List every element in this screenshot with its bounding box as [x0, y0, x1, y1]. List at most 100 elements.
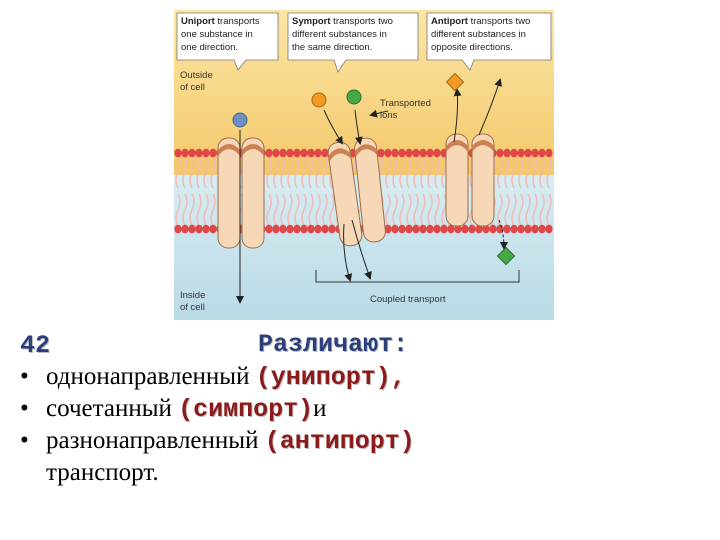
lipid-tail-lower — [280, 193, 286, 227]
lipid-head-outer — [405, 148, 413, 158]
transport-proteins — [217, 133, 495, 249]
lipid-tail-lower — [392, 193, 398, 227]
protein-subunit — [445, 133, 469, 227]
symport-arrow-out-2 — [343, 223, 353, 282]
lipid-tail-upper — [210, 155, 216, 189]
lipid-head-inner — [321, 224, 329, 234]
lipid-tail-upper — [504, 155, 510, 189]
lipid-tail-upper — [189, 155, 195, 189]
svg-text:the same direction.: the same direction. — [292, 42, 372, 53]
lipid-head-inner — [384, 224, 392, 234]
lipid-head-outer — [412, 148, 420, 158]
lipid-tail-upper — [532, 155, 538, 189]
lipid-head-outer — [174, 148, 182, 158]
protein-subunit — [241, 137, 265, 249]
lipid-head-outer — [545, 148, 553, 158]
bullet-after: и — [313, 395, 327, 422]
lipid-head-inner — [461, 224, 469, 234]
lipid-head-inner — [510, 224, 518, 234]
lipid-head-outer — [314, 148, 322, 158]
lipid-head-inner — [209, 224, 217, 234]
antiport-callout: Antiport transports two different substa… — [426, 12, 552, 71]
lipid-head-inner — [300, 224, 308, 234]
lipid-head-outer — [321, 148, 329, 158]
uniport-callout: Uniport transports one substance in one … — [176, 12, 279, 71]
membrane-transport-diagram: Uniport transports one substance in one … — [174, 10, 554, 320]
lipid-head-outer — [433, 148, 441, 158]
lipid-head-outer — [181, 148, 189, 158]
lipid-tail-lower — [182, 193, 188, 227]
lipid-tail-lower — [434, 193, 440, 227]
lipid-tail-upper — [518, 155, 524, 189]
protein-cap — [218, 144, 240, 156]
slide-heading: Различают: — [258, 330, 409, 359]
lipid-tail-lower — [196, 193, 202, 227]
lipid-tail-upper — [322, 155, 328, 189]
lipid-tail-lower — [546, 193, 552, 227]
slide-number: 42 — [20, 331, 51, 360]
lipid-tail-lower — [504, 193, 510, 227]
lipid-tail-lower — [175, 193, 181, 227]
lipid-head-inner — [517, 224, 525, 234]
symport-callout: Symport transports two different substan… — [287, 12, 419, 73]
antiport-ion-orange-square — [445, 72, 465, 92]
lipid-tail-upper — [434, 155, 440, 189]
uniport-ion-blue — [232, 112, 248, 128]
lipid-head-outer — [377, 148, 385, 158]
lipid-head-outer — [391, 148, 399, 158]
lipid-tail-lower — [294, 193, 300, 227]
lipid-tail-upper — [294, 155, 300, 189]
lipid-tail-lower — [518, 193, 524, 227]
symport-ion-green — [346, 89, 362, 105]
lipid-tail-upper — [175, 155, 181, 189]
lipid-head-outer — [419, 148, 427, 158]
lipid-tail-upper — [427, 155, 433, 189]
lipid-head-outer — [503, 148, 511, 158]
lipid-tail-lower — [532, 193, 538, 227]
protein-cap — [242, 144, 264, 156]
bullet-symbol: • — [20, 363, 29, 390]
bullet-text: однонаправленный — [46, 363, 256, 390]
lipid-head-inner — [293, 224, 301, 234]
lipid-tail-upper — [203, 155, 209, 189]
svg-text:one direction.: one direction. — [181, 42, 238, 53]
lipid-head-inner — [181, 224, 189, 234]
protein-subunit — [217, 137, 241, 249]
symport-arrow-orange — [323, 109, 344, 145]
uniport-protein-right — [241, 137, 265, 249]
lipid-head-outer — [384, 148, 392, 158]
lipid-head-outer — [496, 148, 504, 158]
lipid-head-inner — [503, 224, 511, 234]
lipid-tail-lower — [322, 193, 328, 227]
lipid-tail-lower — [203, 193, 209, 227]
protein-cap — [354, 144, 378, 158]
svg-text:different substances in: different substances in — [431, 29, 526, 40]
bullet-continuation: транспорт. — [46, 459, 159, 486]
lipid-tail-upper — [525, 155, 531, 189]
bullet-symbol: • — [20, 395, 29, 422]
lipid-tail-lower — [273, 193, 279, 227]
lipid-tail-lower — [329, 193, 335, 227]
uniport-term: Uniport — [181, 16, 216, 27]
lipid-head-outer — [524, 148, 532, 158]
lipid-tail-lower — [511, 193, 517, 227]
lipid-head-inner — [279, 224, 287, 234]
lipid-tail-lower — [406, 193, 412, 227]
lipid-tail-lower — [413, 193, 419, 227]
bullet-symbol: • — [20, 427, 29, 454]
lipid-head-inner — [440, 224, 448, 234]
bullet-antiport: •разнонаправленный (антипорт) — [20, 426, 415, 457]
lipid-head-outer — [293, 148, 301, 158]
lipid-tail-lower — [525, 193, 531, 227]
lipid-tail-lower — [539, 193, 545, 227]
lipid-tail-lower — [497, 193, 503, 227]
lipid-head-inner — [188, 224, 196, 234]
bullet-term: (симпорт) — [178, 395, 314, 424]
antiport-arrow-out — [453, 88, 462, 143]
lipid-head-inner — [531, 224, 539, 234]
lipid-tail-lower — [301, 193, 307, 227]
inside-label-1: Inside — [180, 290, 205, 301]
lipid-tail-upper — [287, 155, 293, 189]
lipid-tail-upper — [497, 155, 503, 189]
svg-text:Symport transports two: Symport transports two — [292, 16, 393, 27]
